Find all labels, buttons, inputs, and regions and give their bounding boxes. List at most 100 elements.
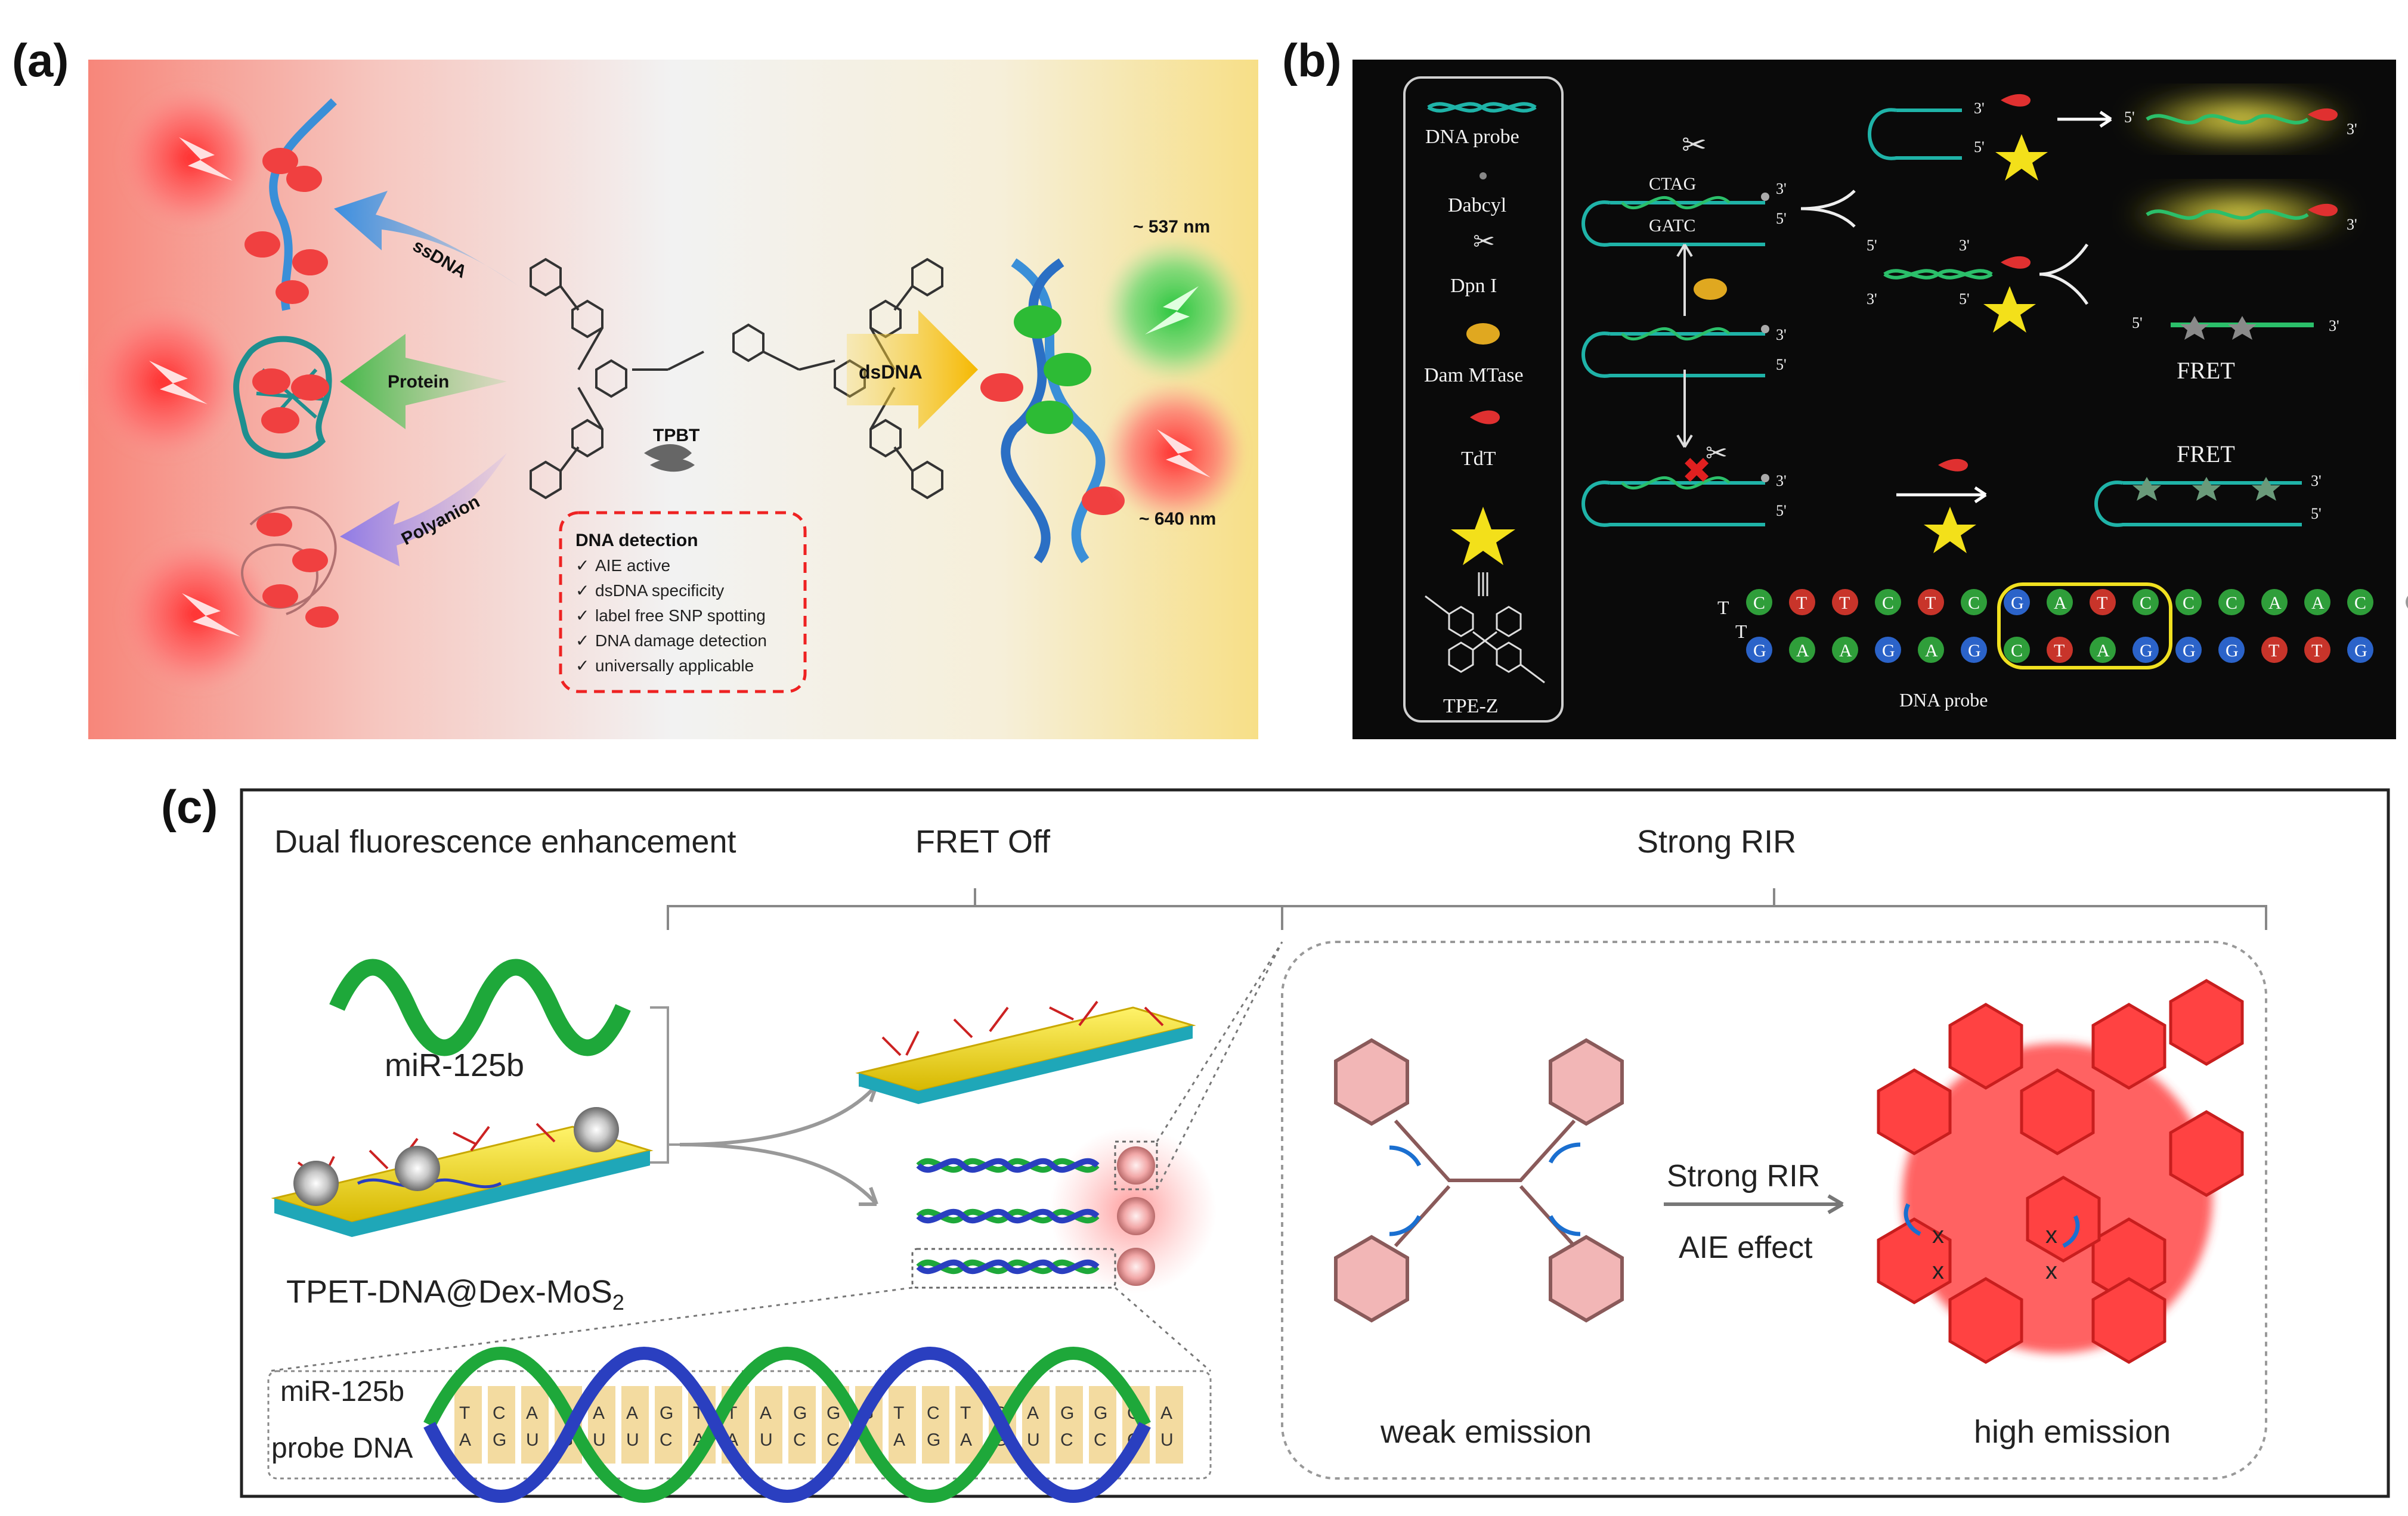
star-icon bbox=[2228, 316, 2257, 340]
end-3: 3' bbox=[1974, 100, 1985, 117]
mirna-helix bbox=[329, 959, 631, 1056]
dna-base: G bbox=[793, 1403, 807, 1423]
star-icon bbox=[1451, 507, 1515, 565]
detection-item: dsDNA specificity bbox=[595, 581, 724, 600]
tpe-aggregate bbox=[1877, 979, 2244, 1364]
bottom-base-letter: T bbox=[2268, 641, 2279, 661]
top-base-letter: T bbox=[1925, 593, 1936, 613]
dna-detection-title: DNA detection bbox=[575, 531, 698, 550]
dna-base: A bbox=[526, 1403, 538, 1423]
dna-base: T bbox=[893, 1403, 904, 1423]
seq-top: CTAG bbox=[1649, 174, 1696, 194]
rna-base: C bbox=[793, 1430, 806, 1450]
top-base-letter: A bbox=[2311, 593, 2325, 613]
end-5: 5' bbox=[1974, 138, 1985, 156]
fret-glow bbox=[2123, 185, 2356, 244]
top-base-bead bbox=[2261, 589, 2288, 615]
linker-base: T bbox=[1717, 597, 1729, 618]
scissors-icon: ✂ bbox=[1682, 128, 1707, 162]
extended-strand bbox=[2146, 114, 2309, 125]
rir-inset bbox=[1281, 941, 2267, 1480]
bottom-base-bead bbox=[2090, 637, 2116, 663]
top-base-bead bbox=[2004, 589, 2030, 615]
base-pair-rung bbox=[488, 1386, 515, 1464]
protein-illustration bbox=[233, 336, 332, 459]
bottom-base-bead bbox=[1875, 637, 1901, 663]
header-left: Dual fluorescence enhancement bbox=[274, 824, 736, 860]
bottom-base-letter: G bbox=[2226, 641, 2239, 661]
bottom-base-letter: T bbox=[2054, 641, 2065, 661]
base-pair-rung bbox=[755, 1386, 782, 1464]
right-arrow bbox=[1896, 486, 1987, 504]
panel-b: (b) DNA probe Dabcyl ✂ Dpn I Dam MTase T… bbox=[1282, 34, 2408, 739]
top-base-bead bbox=[2347, 589, 2373, 615]
end-3: 3' bbox=[1776, 326, 1787, 343]
duplex-inset bbox=[267, 1370, 1212, 1480]
bottom-base-letter: G bbox=[2354, 641, 2367, 661]
legend-dam-mtase: Dam MTase bbox=[1424, 364, 1524, 386]
dna-base: T bbox=[960, 1403, 971, 1423]
header-mid: FRET Off bbox=[915, 824, 1051, 860]
bottom-base-letter: A bbox=[1925, 641, 1938, 661]
star-icon bbox=[1995, 134, 2048, 181]
dsdna-helix bbox=[980, 258, 1125, 563]
end-3: 3' bbox=[1867, 290, 1877, 308]
red-emission-icons bbox=[86, 86, 274, 692]
fret-label-top: FRET bbox=[2177, 357, 2235, 384]
panel-c: (c) Dual fluorescence enhancement FRET O… bbox=[161, 780, 2390, 1503]
rna-base: A bbox=[893, 1430, 905, 1450]
panel-b-label: (b) bbox=[1282, 34, 1342, 86]
mir-label: miR-125b bbox=[385, 1047, 524, 1083]
bottom-base-bead bbox=[1789, 637, 1815, 663]
fret-label-bottom: FRET bbox=[2177, 441, 2235, 467]
top-base-letter: G bbox=[2011, 593, 2024, 613]
top-base-bead bbox=[1789, 589, 1815, 615]
top-base-bead bbox=[2090, 589, 2116, 615]
bottom-base-letter: G bbox=[1882, 641, 1895, 661]
bottom-base-letter: A bbox=[1796, 641, 1809, 661]
end-5: 5' bbox=[2311, 505, 2322, 522]
bottom-base-letter: G bbox=[1968, 641, 1981, 661]
base-pair-rung bbox=[454, 1386, 482, 1464]
rna-base: U bbox=[760, 1430, 773, 1450]
panel-b-background bbox=[1352, 60, 2396, 739]
bare-nanosheet bbox=[855, 1000, 1196, 1104]
legend-dna-probe: DNA probe bbox=[1425, 126, 1519, 148]
checkmark-icon: ✓ bbox=[575, 581, 589, 600]
header-right: Strong RIR bbox=[1637, 824, 1796, 860]
top-base-letter: A bbox=[2268, 593, 2282, 613]
arrow-to-duplex bbox=[679, 1143, 878, 1206]
tpbt-icon bbox=[644, 444, 695, 472]
rna-base: G bbox=[493, 1430, 506, 1450]
base-pair-rung bbox=[1089, 1386, 1116, 1464]
tpe-z-structure bbox=[1425, 595, 1545, 684]
bottom-base-bead bbox=[2261, 637, 2288, 663]
top-base-letter: C bbox=[2140, 593, 2152, 613]
right-arrow bbox=[2057, 110, 2112, 128]
top-base-letter: T bbox=[1796, 593, 1807, 613]
recognition-site-highlight bbox=[1997, 582, 2172, 669]
top-base-letter: A bbox=[2054, 593, 2067, 613]
dna-detection-list: ✓AIE active ✓dsDNA specificity ✓label fr… bbox=[575, 556, 767, 675]
arrow-bottom-label: AIE effect bbox=[1679, 1230, 1813, 1265]
rna-base: C bbox=[660, 1430, 673, 1450]
dna-base: C bbox=[493, 1403, 506, 1423]
bottom-base-letter: G bbox=[2140, 641, 2153, 661]
tdt-icon bbox=[1938, 458, 1968, 472]
end-3: 3' bbox=[2311, 472, 2322, 489]
bottom-base-bead bbox=[2175, 637, 2202, 663]
lightning-icon bbox=[179, 137, 233, 181]
lightning-icon bbox=[1157, 429, 1211, 478]
x-mark: x bbox=[1932, 1258, 1944, 1284]
dna-base: G bbox=[1060, 1403, 1074, 1423]
red-emission-glow bbox=[1103, 382, 1246, 525]
top-base-bead bbox=[2132, 589, 2159, 615]
short-duplex bbox=[1883, 269, 1993, 280]
tdt-icon bbox=[2308, 203, 2338, 216]
top-base-bead bbox=[1875, 589, 1901, 615]
merge-arrow bbox=[2039, 243, 2089, 305]
end-3: 3' bbox=[2347, 120, 2357, 138]
bottom-base-bead bbox=[2304, 637, 2330, 663]
checkmark-icon: ✓ bbox=[575, 631, 589, 650]
